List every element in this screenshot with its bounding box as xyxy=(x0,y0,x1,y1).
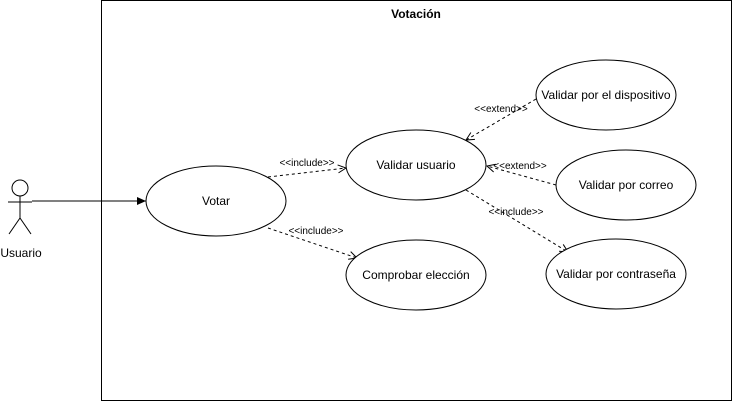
use-case-validar-correo-label: Validar por correo xyxy=(579,178,674,192)
use-case-comprobar-eleccion[interactable]: Comprobar elección xyxy=(345,239,487,311)
relation-correo-label: <<extend>> xyxy=(493,161,547,172)
relation-validar-contrasena xyxy=(465,189,568,252)
actor-right-leg xyxy=(19,217,32,235)
use-case-comprobar-eleccion-label: Comprobar elección xyxy=(362,268,469,282)
relation-votar-comprobar-label: <<include>> xyxy=(288,226,343,237)
actor-label: Usuario xyxy=(0,246,42,260)
use-case-validar-dispositivo[interactable]: Validar por el dispositivo xyxy=(535,59,677,131)
use-case-validar-contrasena-label: Validar por contraseña xyxy=(556,267,676,281)
actor-head xyxy=(11,179,29,197)
use-case-validar-correo[interactable]: Validar por correo xyxy=(555,149,697,221)
use-case-votar[interactable]: Votar xyxy=(145,165,287,237)
relation-votar-validar-label: <<include>> xyxy=(279,158,334,169)
relation-dispositivo-validar xyxy=(466,98,537,140)
use-case-validar-contrasena[interactable]: Validar por contraseña xyxy=(545,238,687,310)
relation-votar-validar-usuario xyxy=(267,168,346,178)
use-case-votar-label: Votar xyxy=(202,194,230,208)
use-case-validar-usuario-label: Validar usuario xyxy=(376,158,455,172)
use-case-validar-dispositivo-label: Validar por el dispositivo xyxy=(541,88,671,102)
actor-left-leg xyxy=(8,217,21,235)
relation-dispositivo-label: <<extend>> xyxy=(474,104,528,115)
system-title: Votación xyxy=(391,7,441,21)
relation-votar-comprobar xyxy=(267,227,357,258)
relation-contrasena-label: <<include>> xyxy=(488,207,543,218)
use-case-validar-usuario[interactable]: Validar usuario xyxy=(345,129,487,201)
actor-usuario[interactable]: Usuario xyxy=(0,179,42,260)
